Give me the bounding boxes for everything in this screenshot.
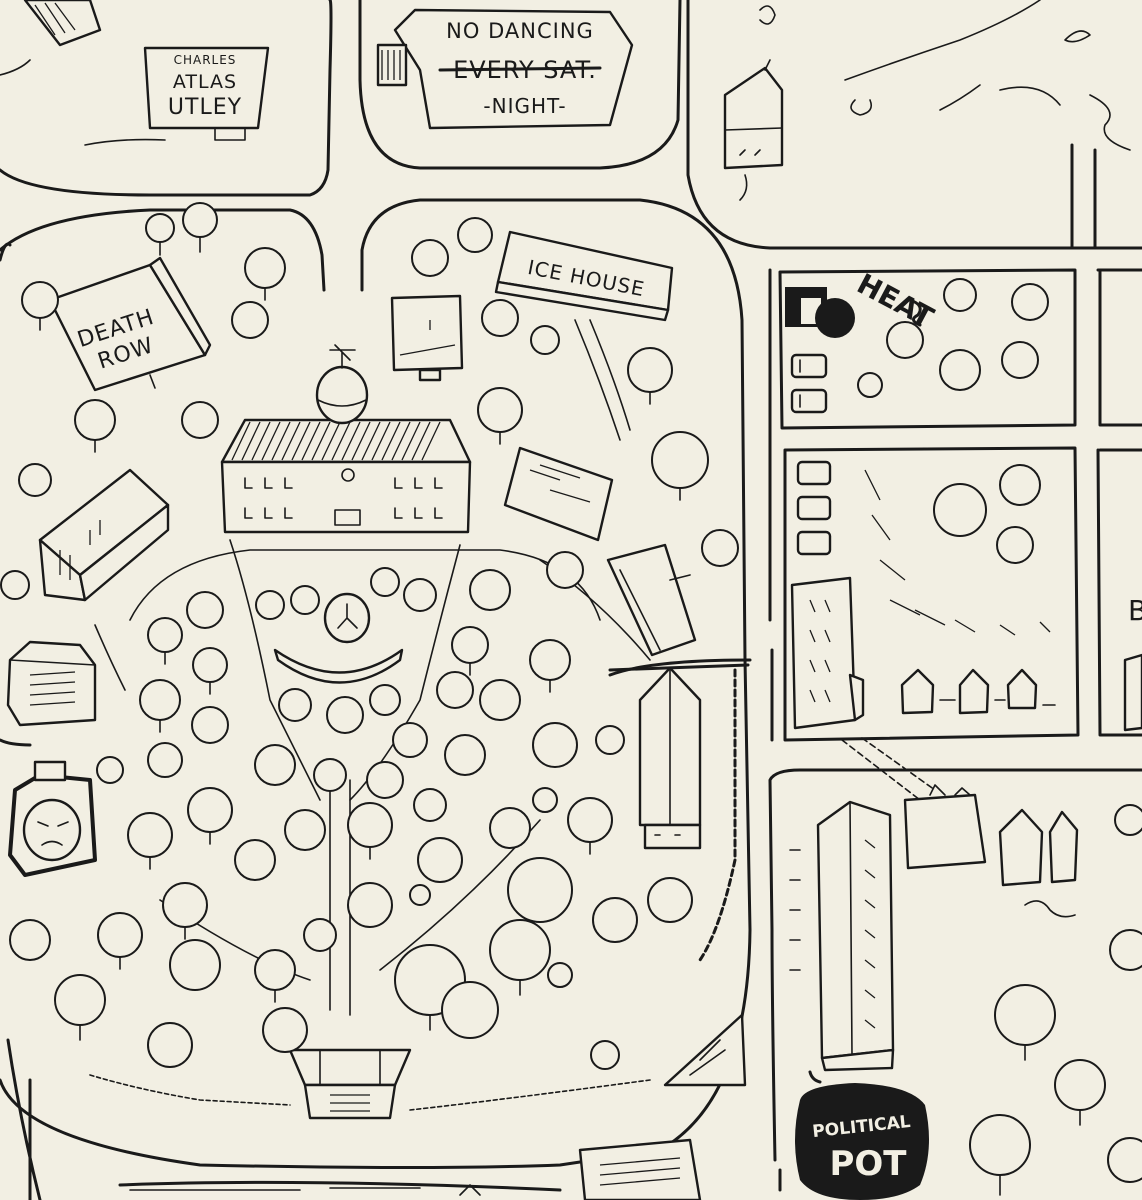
- death-row-building[interactable]: DEATH ROW: [48, 256, 212, 392]
- trees: [0, 202, 1142, 1183]
- label-b-fragment: B: [1128, 594, 1142, 627]
- tall-building-quad: [638, 666, 702, 850]
- label-no-dancing: NO DANCING: [446, 19, 594, 43]
- middle-right-block: B: [783, 446, 1142, 742]
- bottom-misc: [129, 1138, 702, 1200]
- tree-trunks: [39, 236, 1081, 1196]
- no-dancing-building[interactable]: NO DANCING EVERY SAT. -NIGHT-: [376, 8, 634, 130]
- top-left-building: [0, 0, 102, 76]
- left-hex-building: [6, 640, 97, 727]
- heat-block: [778, 268, 1142, 430]
- ice-house-building[interactable]: ICE HOUSE: [494, 230, 674, 322]
- triangle-marker: [663, 1013, 747, 1087]
- label-atlas: ATLAS: [173, 71, 237, 93]
- label-charles: CHARLES: [174, 53, 237, 67]
- heat-block-cylinders: [790, 353, 828, 414]
- charles-atlas-utley-building[interactable]: CHARLES ATLAS UTLEY: [84, 46, 270, 146]
- dashed-connector: [841, 737, 936, 801]
- small-house: [723, 5, 784, 201]
- main-hall: [220, 344, 472, 534]
- bottom-monument: [288, 1048, 412, 1120]
- label-night: -NIGHT-: [483, 94, 566, 118]
- tilted-building-right: [503, 446, 697, 657]
- label-utley: UTLEY: [168, 95, 242, 120]
- top-right-scribbles: [844, 0, 1131, 151]
- bottom-right-block: [789, 784, 1079, 1072]
- label-pot: POT: [829, 1144, 907, 1184]
- square-building: [390, 294, 464, 382]
- political-pot[interactable]: POLITICAL POT: [795, 1070, 929, 1200]
- bandstand: [273, 592, 404, 684]
- bottom-left-building: [8, 760, 97, 877]
- left-angled-building: [38, 468, 170, 691]
